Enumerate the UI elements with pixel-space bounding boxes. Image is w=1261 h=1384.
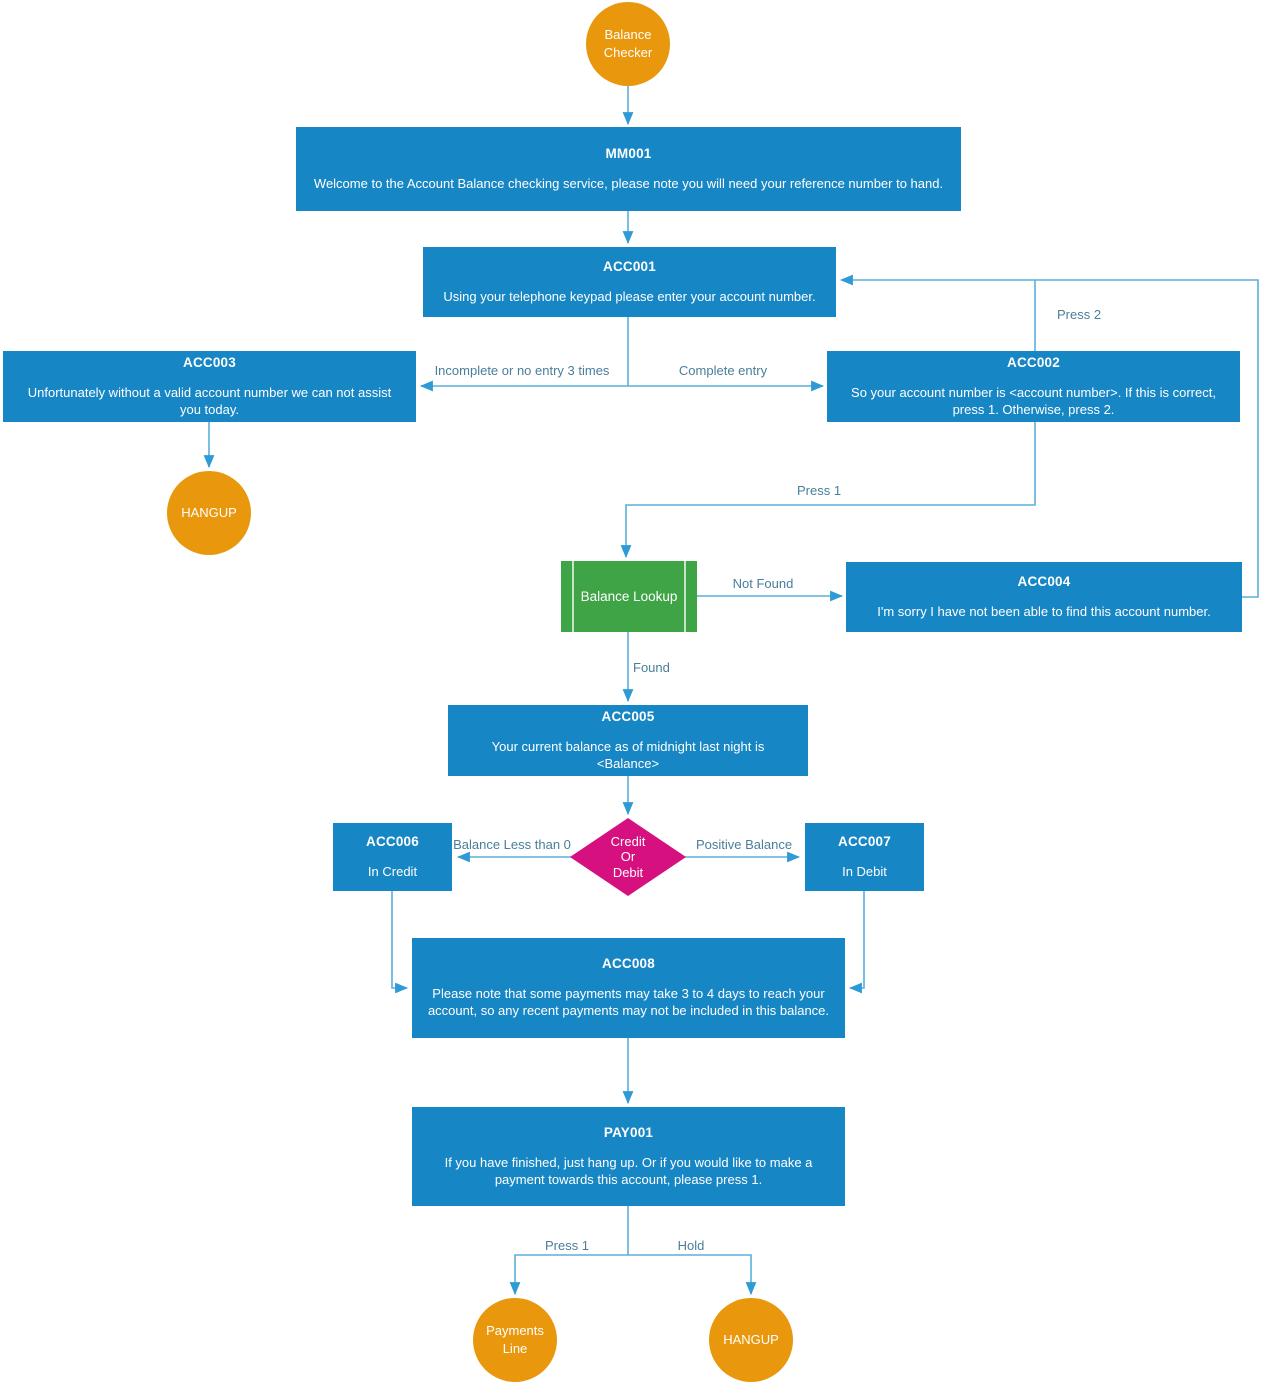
- node-acc003-title: ACC003: [183, 354, 236, 370]
- subprocess-bar-right: [684, 561, 686, 632]
- node-acc007-title: ACC007: [838, 833, 891, 849]
- edge-acc006-to-acc008: [391, 891, 409, 994]
- node-mm001: MM001 Welcome to the Account Balance che…: [296, 127, 961, 211]
- edge-label-incomplete: Incomplete or no entry 3 times: [434, 363, 610, 378]
- edge-acc004-loop-to-acc001: [839, 274, 1259, 598]
- node-acc004: ACC004 I'm sorry I have not been able to…: [846, 562, 1242, 632]
- edge-label-hold: Hold: [677, 1238, 705, 1253]
- node-hangup-bottom: HANGUP: [709, 1298, 793, 1382]
- node-acc003: ACC003 Unfortunately without a valid acc…: [3, 351, 416, 422]
- node-acc005-text: Your current balance as of midnight last…: [491, 738, 765, 771]
- edge-label-complete-entry: Complete entry: [678, 363, 768, 378]
- node-acc006-title: ACC006: [366, 833, 419, 849]
- node-acc006-text: In Credit: [367, 863, 418, 879]
- node-pay001-text: If you have finished, just hang up. Or i…: [444, 1154, 813, 1187]
- node-acc002: ACC002 So your account number is <accoun…: [827, 351, 1240, 422]
- subprocess-bar-left: [572, 561, 574, 632]
- edge-label-balance-less-than-0: Balance Less than 0: [453, 837, 571, 852]
- edge-label-found: Found: [633, 660, 670, 675]
- edge-label-press-1-confirm: Press 1: [797, 483, 842, 498]
- node-balance-lookup-label: Balance Lookup: [580, 589, 678, 604]
- node-acc005-title: ACC005: [601, 708, 655, 724]
- node-acc004-text: I'm sorry I have not been able to find t…: [877, 603, 1211, 619]
- node-acc008-title: ACC008: [602, 956, 655, 972]
- node-acc008: ACC008 Please note that some payments ma…: [412, 938, 845, 1038]
- edge-pay001-to-hangup: [628, 1254, 757, 1296]
- node-acc002-text: So your account number is <account numbe…: [851, 384, 1216, 417]
- node-payments-line: Payments Line: [473, 1298, 557, 1382]
- node-credit-or-debit-decision: Credit Or Debit: [570, 818, 686, 896]
- node-acc003-text: Unfortunately without a valid account nu…: [27, 384, 392, 417]
- node-acc005: ACC005 Your current balance as of midnig…: [448, 705, 808, 776]
- node-acc008-text: Please note that some payments may take …: [427, 986, 830, 1018]
- edge-label-positive-balance: Positive Balance: [695, 837, 793, 852]
- node-acc001: ACC001 Using your telephone keypad pleas…: [423, 247, 836, 317]
- node-hangup-left: HANGUP: [167, 471, 251, 555]
- node-acc007-text: In Debit: [842, 863, 887, 879]
- node-acc004-title: ACC004: [1017, 573, 1071, 589]
- edge-label-press-2: Press 2: [1057, 307, 1102, 322]
- node-start-balance-checker: Balance Checker: [586, 2, 670, 86]
- node-acc001-title: ACC001: [603, 258, 656, 274]
- edge-pay001-to-payments: [509, 1254, 628, 1296]
- node-pay001: PAY001 If you have finished, just hang u…: [412, 1107, 845, 1206]
- node-acc007: ACC007 In Debit: [805, 823, 924, 891]
- edge-acc007-to-acc008: [848, 891, 865, 994]
- node-acc006: ACC006 In Credit: [333, 823, 452, 891]
- node-acc002-title: ACC002: [1007, 354, 1060, 370]
- node-acc001-text: Using your telephone keypad please enter…: [443, 288, 816, 304]
- edge-label-not-found: Not Found: [732, 576, 794, 591]
- edge-label-press-1-payment: Press 1: [544, 1238, 590, 1253]
- node-mm001-text: Welcome to the Account Balance checking …: [313, 175, 944, 191]
- node-pay001-title: PAY001: [603, 1124, 654, 1140]
- node-balance-lookup: Balance Lookup: [561, 561, 697, 632]
- node-mm001-title: MM001: [605, 145, 652, 161]
